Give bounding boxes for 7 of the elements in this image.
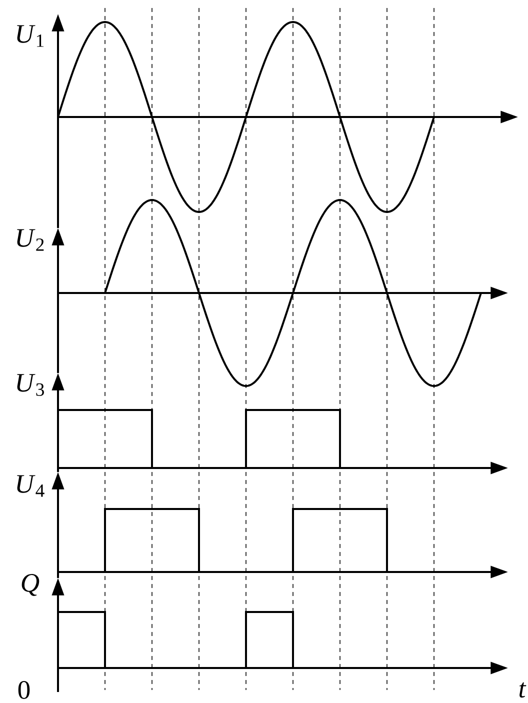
axis-label: U$_{3}$ — [17, 374, 44, 396]
axis-label: U$_{1}$ — [17, 25, 44, 47]
axis-label: t — [519, 682, 526, 698]
axis-label: Q — [22, 574, 40, 596]
axis-label: U$_{4}$ — [17, 475, 44, 497]
axis-label: 0 — [18, 681, 30, 699]
axis-label: U$_{2}$ — [17, 229, 44, 251]
